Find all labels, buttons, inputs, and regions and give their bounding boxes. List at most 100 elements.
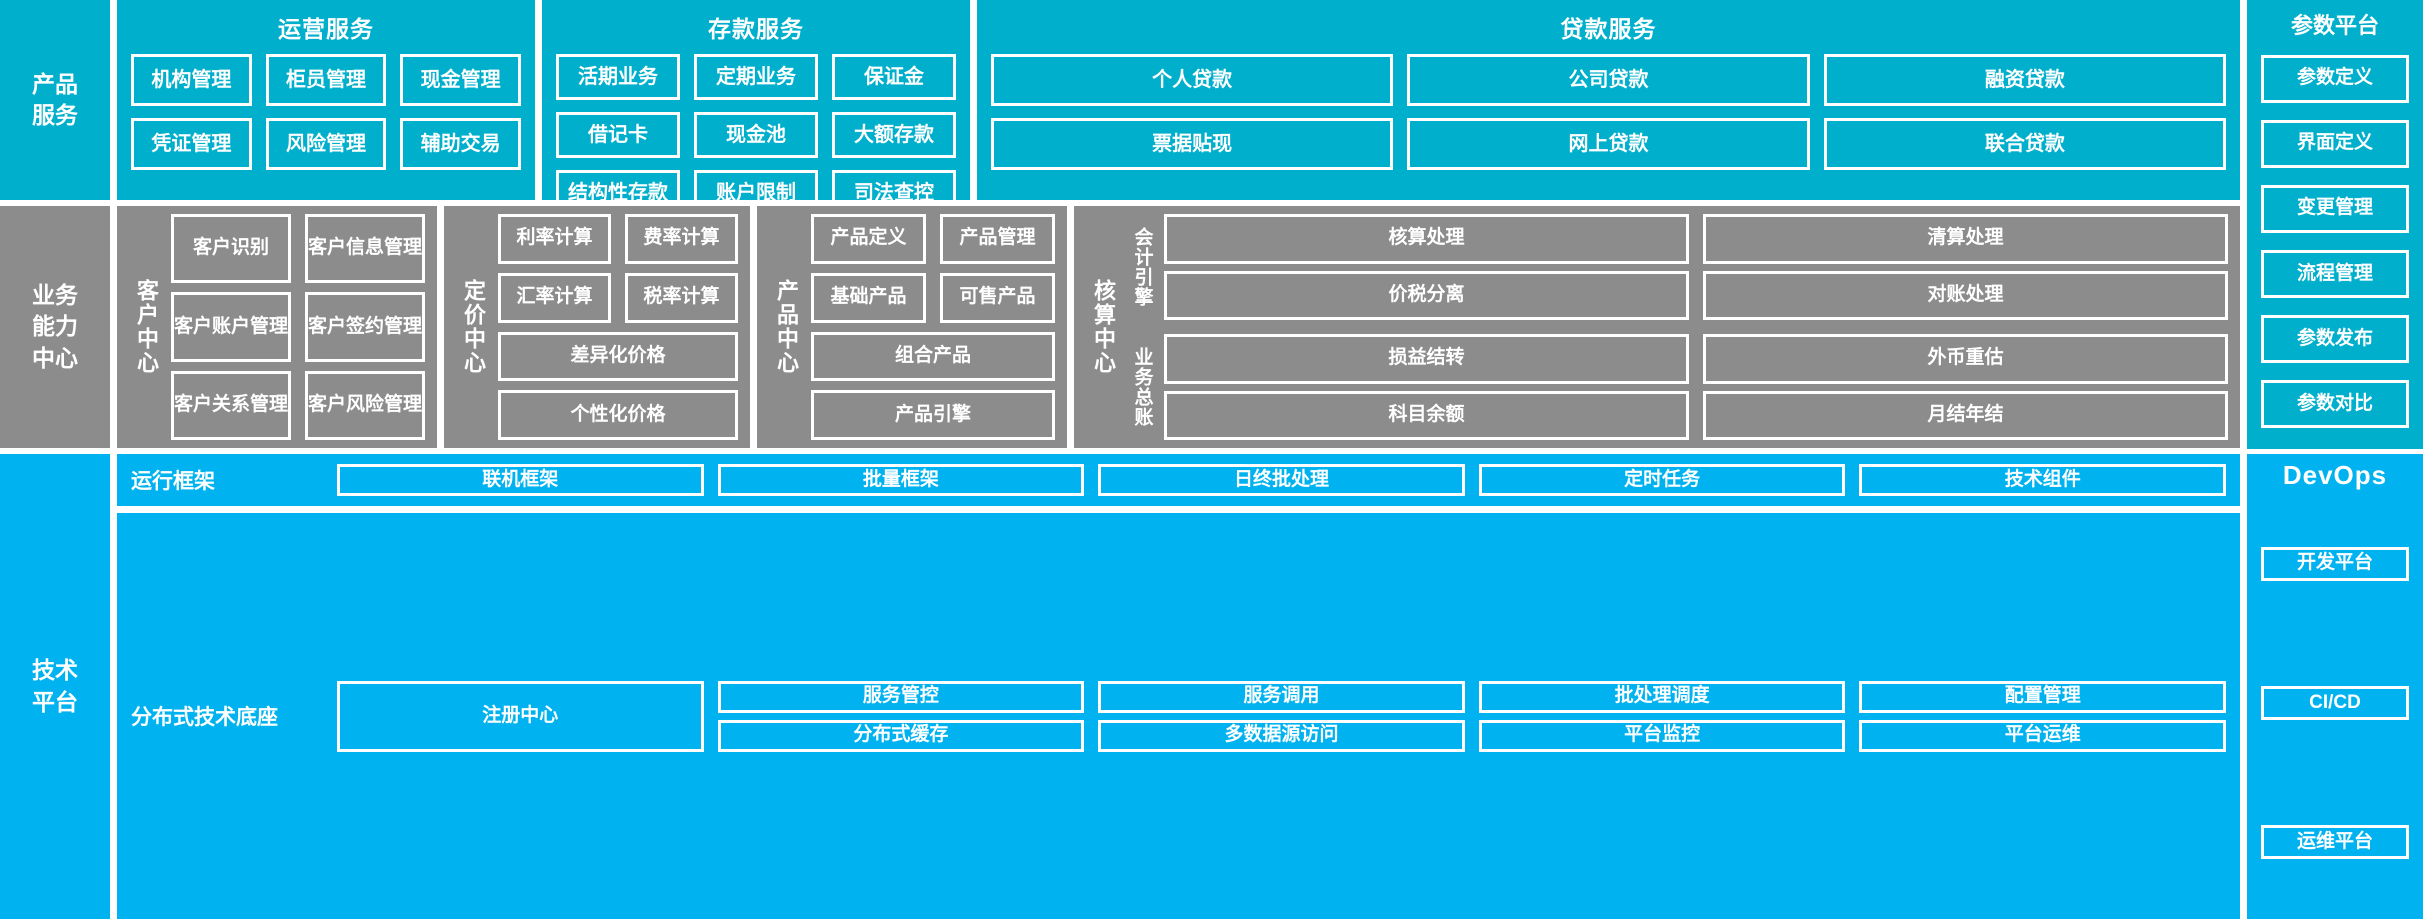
service-tile-margin-deposit[interactable]: 保证金 <box>832 54 956 100</box>
capability-tile-bundled-product[interactable]: 组合产品 <box>811 331 1056 382</box>
band-runtime-framework: 运行框架 联机框架 批量框架 日终批处理 定时任务 技术组件 <box>117 454 2240 506</box>
devops-tile-operations-platform[interactable]: 运维平台 <box>2261 825 2409 860</box>
tech-tile-distributed-cache[interactable]: 分布式缓存 <box>717 719 1085 752</box>
runtime-framework-columns: 联机框架 批量框架 日终批处理 定时任务 技术组件 <box>337 464 2226 496</box>
customer-center-body: 客户识别 客户信息管理 客户账户管理 客户签约管理 客户关系管理 客户风险管理 <box>171 214 426 440</box>
devops-rail: DevOps 开发平台 CI/CD 运维平台 <box>2247 454 2423 919</box>
capability-tile-product-definition[interactable]: 产品定义 <box>811 214 927 264</box>
capability-tile-base-product[interactable]: 基础产品 <box>811 272 927 323</box>
tech-tile-batch-scheduling[interactable]: 批处理调度 <box>1478 680 1846 713</box>
tech-tile-platform-monitoring[interactable]: 平台监控 <box>1478 719 1846 752</box>
service-tile-joint-loan[interactable]: 联合贷款 <box>1823 118 2226 170</box>
tech-tile-end-of-day-batch[interactable]: 日终批处理 <box>1098 464 1465 496</box>
tech-column: 技术组件 <box>1859 464 2226 496</box>
capability-tile-reconciliation-processing[interactable]: 对账处理 <box>1703 270 2228 320</box>
service-tile-account-restriction[interactable]: 账户限制 <box>694 170 818 216</box>
capability-tile-month-year-end-close[interactable]: 月结年结 <box>1703 390 2228 440</box>
service-tile-demand-business[interactable]: 活期业务 <box>556 54 680 100</box>
distributed-tech-base-columns: 注册中心 服务管控 分布式缓存 服务调用 多数据源访问 批处理调度 平台监控 <box>337 680 2226 752</box>
service-tile-corporate-loan[interactable]: 公司贷款 <box>1407 54 1810 106</box>
capability-tile-sellable-product[interactable]: 可售产品 <box>940 272 1056 323</box>
tech-column: 注册中心 <box>337 680 704 752</box>
accounting-center-body: 会计引擎 核算处理 清算处理 价税分离 对账处理 业务总账 <box>1128 214 2228 440</box>
center-row: 核算处理 清算处理 <box>1164 214 2228 264</box>
tech-tile-platform-operations[interactable]: 平台运维 <box>1859 719 2226 752</box>
param-tile-ui-definition[interactable]: 界面定义 <box>2261 119 2409 168</box>
capability-tile-differentiated-pricing[interactable]: 差异化价格 <box>498 331 739 382</box>
center-row: 基础产品 可售产品 <box>811 272 1056 323</box>
param-tile-parameter-compare[interactable]: 参数对比 <box>2261 380 2409 429</box>
service-tile-personal-loan[interactable]: 个人贷款 <box>991 54 1394 106</box>
tech-tile-multi-datasource-access[interactable]: 多数据源访问 <box>1098 719 1465 752</box>
tech-tile-service-governance[interactable]: 服务管控 <box>717 680 1085 713</box>
technical-platform-layer: 技术平台 运行框架 联机框架 批量框架 日终批处理 定时任务 <box>0 454 2423 919</box>
service-tile-online-loan[interactable]: 网上贷款 <box>1407 118 1810 170</box>
tech-tile-configuration-management[interactable]: 配置管理 <box>1859 680 2226 713</box>
capability-tile-account-balance[interactable]: 科目余额 <box>1164 390 1690 440</box>
loan-service-grid: 个人贷款 公司贷款 融资贷款 票据贴现 网上贷款 联合贷款 <box>991 54 2226 188</box>
panel-accounting-center: 核算中心 会计引擎 核算处理 清算处理 价税分离 对账处理 <box>1074 206 2240 448</box>
service-tile-voucher-management[interactable]: 凭证管理 <box>131 118 252 170</box>
capability-tile-accounting-processing[interactable]: 核算处理 <box>1164 214 1690 264</box>
accounting-engine-grid: 核算处理 清算处理 价税分离 对账处理 <box>1164 214 2228 320</box>
param-tile-parameter-release[interactable]: 参数发布 <box>2261 315 2409 364</box>
tech-tile-scheduled-task[interactable]: 定时任务 <box>1478 464 1846 496</box>
capability-tile-customer-account-management[interactable]: 客户账户管理 <box>171 292 292 362</box>
band-label-runtime-framework: 运行框架 <box>131 470 215 493</box>
param-tile-change-management[interactable]: 变更管理 <box>2261 184 2409 233</box>
tech-tile-batch-framework[interactable]: 批量框架 <box>717 464 1085 496</box>
service-tile-risk-management[interactable]: 风险管理 <box>265 118 387 170</box>
tech-tile-online-framework[interactable]: 联机框架 <box>337 464 704 496</box>
tech-column: 批量框架 <box>717 464 1085 496</box>
capability-tile-tax-rate-calculation[interactable]: 税率计算 <box>625 272 739 323</box>
center-row: 汇率计算 税率计算 <box>498 272 739 323</box>
center-row: 个性化价格 <box>498 390 739 440</box>
center-row: 客户关系管理 客户风险管理 <box>171 370 426 440</box>
service-tile-debit-card[interactable]: 借记卡 <box>556 112 680 158</box>
capability-tile-fee-rate-calculation[interactable]: 费率计算 <box>625 214 739 264</box>
service-tile-large-deposit[interactable]: 大额存款 <box>832 112 956 158</box>
capability-tile-interest-rate-calculation[interactable]: 利率计算 <box>498 214 612 264</box>
capability-tile-settlement-processing[interactable]: 清算处理 <box>1703 214 2228 264</box>
devops-tile-ci-cd[interactable]: CI/CD <box>2261 685 2409 720</box>
panel-title-deposit: 存款服务 <box>708 16 804 42</box>
service-tile-org-management[interactable]: 机构管理 <box>131 54 252 106</box>
tech-tile-service-invocation[interactable]: 服务调用 <box>1098 680 1465 713</box>
tech-tile-registry-center[interactable]: 注册中心 <box>337 680 704 752</box>
layer-label-product-service: 产品服务 <box>0 0 110 200</box>
panel-loan-services: 贷款服务 个人贷款 公司贷款 融资贷款 票据贴现 网上贷款 联合贷款 <box>977 0 2240 200</box>
capability-tile-product-management[interactable]: 产品管理 <box>940 214 1056 264</box>
center-row: 科目余额 月结年结 <box>1164 390 2228 440</box>
parameter-platform-list: 参数定义 界面定义 变更管理 流程管理 参数发布 参数对比 <box>2261 46 2409 437</box>
service-tile-cash-management[interactable]: 现金管理 <box>400 54 521 106</box>
capability-tile-personalized-pricing[interactable]: 个性化价格 <box>498 390 739 440</box>
capability-tile-product-engine[interactable]: 产品引擎 <box>811 390 1056 440</box>
capability-tile-customer-contract-management[interactable]: 客户签约管理 <box>305 292 426 362</box>
group-label-accounting-engine: 会计引擎 <box>1131 227 1153 307</box>
capability-tile-customer-risk-management[interactable]: 客户风险管理 <box>305 370 426 440</box>
tech-tile-technical-components[interactable]: 技术组件 <box>1859 464 2226 496</box>
center-row: 利率计算 费率计算 <box>498 214 739 264</box>
center-label-accounting: 核算中心 <box>1091 279 1117 375</box>
capability-tile-customer-info-management[interactable]: 客户信息管理 <box>305 214 426 284</box>
capability-tile-customer-identification[interactable]: 客户识别 <box>171 214 292 284</box>
param-tile-process-management[interactable]: 流程管理 <box>2261 250 2409 299</box>
parameter-platform-rail: 参数平台 参数定义 界面定义 变更管理 流程管理 参数发布 参数对比 <box>2247 0 2423 449</box>
service-tile-time-business[interactable]: 定期业务 <box>694 54 818 100</box>
service-tile-financing-loan[interactable]: 融资贷款 <box>1823 54 2226 106</box>
service-tile-auxiliary-trade[interactable]: 辅助交易 <box>400 118 521 170</box>
center-row: 价税分离 对账处理 <box>1164 270 2228 320</box>
service-tile-cash-pool[interactable]: 现金池 <box>694 112 818 158</box>
tech-column: 服务调用 多数据源访问 <box>1098 680 1465 752</box>
capability-tile-exchange-rate-calculation[interactable]: 汇率计算 <box>498 272 612 323</box>
center-label-product: 产品中心 <box>774 279 800 375</box>
capability-tile-foreign-currency-revaluation[interactable]: 外币重估 <box>1703 334 2228 384</box>
devops-tile-development-platform[interactable]: 开发平台 <box>2261 546 2409 581</box>
capability-tile-customer-relationship-management[interactable]: 客户关系管理 <box>171 370 292 440</box>
capability-tile-price-tax-separation[interactable]: 价税分离 <box>1164 270 1690 320</box>
service-tile-teller-management[interactable]: 柜员管理 <box>265 54 387 106</box>
param-tile-parameter-definition[interactable]: 参数定义 <box>2261 54 2409 103</box>
tech-column: 定时任务 <box>1478 464 1846 496</box>
service-tile-bill-discount[interactable]: 票据贴现 <box>991 118 1394 170</box>
capability-tile-profit-loss-carryover[interactable]: 损益结转 <box>1164 334 1690 384</box>
